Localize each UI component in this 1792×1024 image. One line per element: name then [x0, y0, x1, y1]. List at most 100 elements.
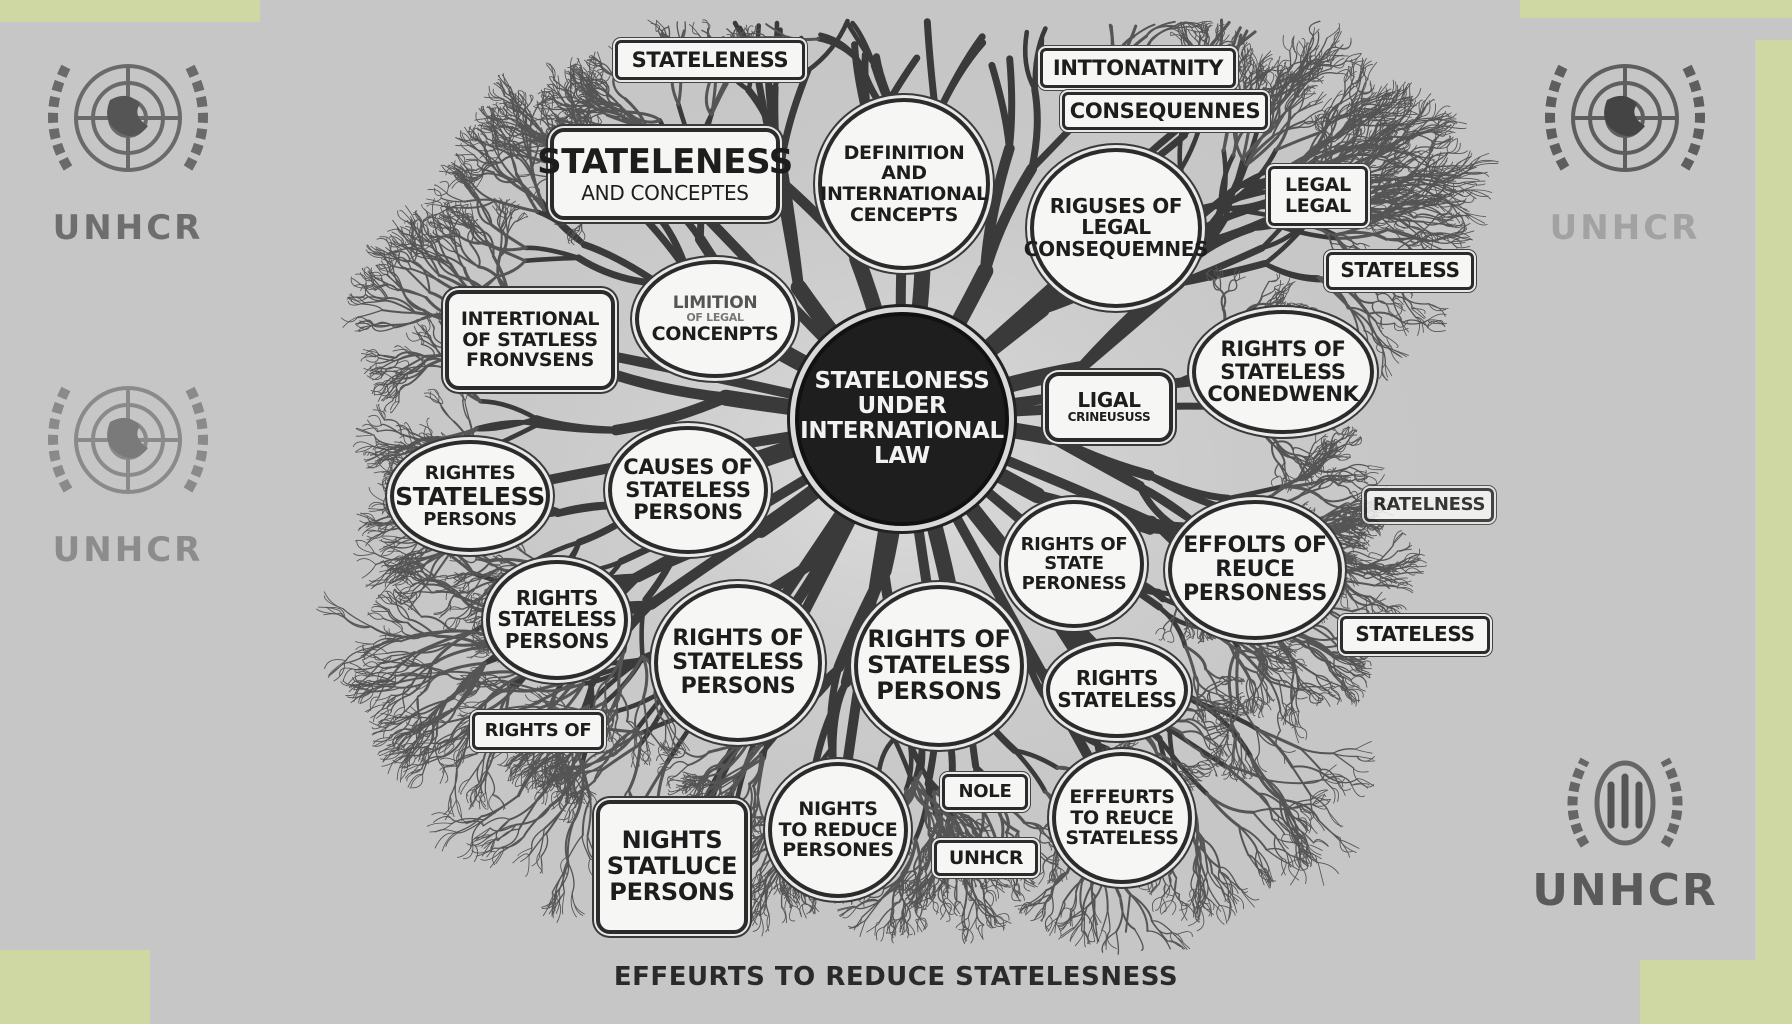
tree-branch	[1307, 844, 1323, 851]
tree-branch	[1298, 676, 1312, 694]
tree-branch	[1189, 628, 1196, 639]
tree-branch	[1213, 276, 1221, 291]
tree-branch	[1221, 674, 1231, 686]
tree-branch	[1237, 642, 1259, 658]
tree-branch	[1127, 736, 1135, 749]
tree-branch	[1324, 443, 1333, 451]
tree-branch	[1356, 594, 1373, 610]
tree-branch	[1233, 708, 1249, 716]
tree-branch	[1205, 682, 1223, 692]
tree-branch	[1257, 792, 1280, 818]
tree-branch	[1180, 731, 1201, 751]
tree-branch	[1161, 900, 1173, 915]
tree-branch	[1191, 628, 1194, 639]
tree-branch	[1397, 587, 1414, 594]
tree-branch	[1225, 484, 1284, 501]
tree-branch	[1227, 888, 1238, 905]
tree-branch	[888, 921, 894, 938]
tree-branch	[1048, 894, 1054, 917]
tree-branch	[1338, 684, 1355, 688]
tree-branch	[921, 851, 926, 866]
tree-branch	[1307, 446, 1319, 460]
tree-branch	[1219, 744, 1233, 747]
tree-branch	[1336, 535, 1351, 538]
tree-branch	[1288, 709, 1295, 727]
tree-branch	[854, 898, 880, 909]
tree-branch	[1203, 720, 1218, 732]
tree-branch	[1047, 915, 1053, 933]
tree-branch	[1362, 572, 1381, 580]
tree-branch	[1249, 677, 1259, 700]
tree-branch	[1205, 272, 1214, 281]
tree-branch	[1341, 554, 1354, 562]
tree-branch	[1090, 927, 1095, 942]
tree-branch	[1271, 818, 1290, 832]
tree-branch	[985, 914, 997, 926]
tree-branch	[1263, 869, 1277, 882]
tree-branch	[1379, 576, 1390, 586]
tree-branch	[1190, 616, 1199, 630]
tree-branch	[1039, 832, 1050, 844]
tree-branch	[1328, 449, 1340, 457]
tree-branch	[1295, 463, 1316, 482]
tree-branch	[970, 875, 977, 888]
tree-branch	[1291, 833, 1306, 854]
tree-branch	[1340, 551, 1354, 558]
tree-branch	[1355, 748, 1373, 754]
tree-branch	[1049, 922, 1057, 936]
tree-branch	[866, 887, 885, 895]
tree-branch	[1214, 755, 1225, 764]
tree-branch	[1023, 903, 1035, 913]
tree-branch	[1219, 744, 1228, 757]
tree-branch	[1093, 912, 1098, 926]
tree-branch	[1167, 940, 1184, 950]
tree-branch	[1349, 490, 1359, 499]
tree-branch	[908, 876, 921, 904]
tree-branch	[1216, 728, 1229, 735]
tree-branch	[926, 885, 933, 900]
tree-branch	[1215, 716, 1226, 725]
tree-branch	[1305, 637, 1336, 659]
tree-branch	[1364, 471, 1379, 477]
tree-branch	[1289, 865, 1301, 886]
tree-branch	[1227, 898, 1231, 919]
tree-branch	[1310, 692, 1324, 700]
tree-branch	[1201, 900, 1211, 917]
tree-branch	[1264, 689, 1271, 704]
tree-branch	[1190, 776, 1201, 785]
tree-branch	[1285, 683, 1296, 707]
tree-branch	[1197, 627, 1203, 639]
tree-branch	[1146, 930, 1171, 950]
tree-branch	[1013, 884, 1022, 896]
tree-branch	[1393, 579, 1408, 584]
tree-branch	[1297, 842, 1312, 857]
tree-branch	[1299, 463, 1324, 479]
tree-branch	[1309, 794, 1315, 818]
tree-branch	[1179, 899, 1193, 911]
tree-branch	[1185, 630, 1192, 641]
tree-branch	[925, 806, 936, 831]
tree-branch	[1342, 427, 1349, 438]
tree-branch	[926, 843, 933, 853]
tree-branch	[1238, 650, 1265, 664]
tree-branch	[1383, 573, 1397, 579]
tree-branch	[1347, 555, 1363, 563]
tree-branch	[1195, 844, 1208, 882]
tree-branch	[1262, 261, 1321, 280]
tree-branch	[1275, 441, 1295, 460]
tree-branch	[1268, 291, 1284, 305]
tree-branch	[1155, 628, 1166, 635]
tree-branch	[1355, 556, 1372, 562]
tree-branch	[1197, 875, 1209, 900]
tree-branch	[1365, 604, 1387, 613]
tree-branch	[943, 882, 949, 894]
tree-branch	[1317, 449, 1326, 464]
tree-branch	[940, 903, 945, 918]
tree-branch	[909, 872, 917, 890]
tree-branch	[1276, 658, 1286, 669]
tree-branch	[1180, 902, 1188, 921]
tree-branch	[1282, 669, 1294, 682]
tree-branch	[874, 921, 880, 936]
tree-branch	[1292, 447, 1310, 454]
tree-branch	[1218, 735, 1230, 737]
